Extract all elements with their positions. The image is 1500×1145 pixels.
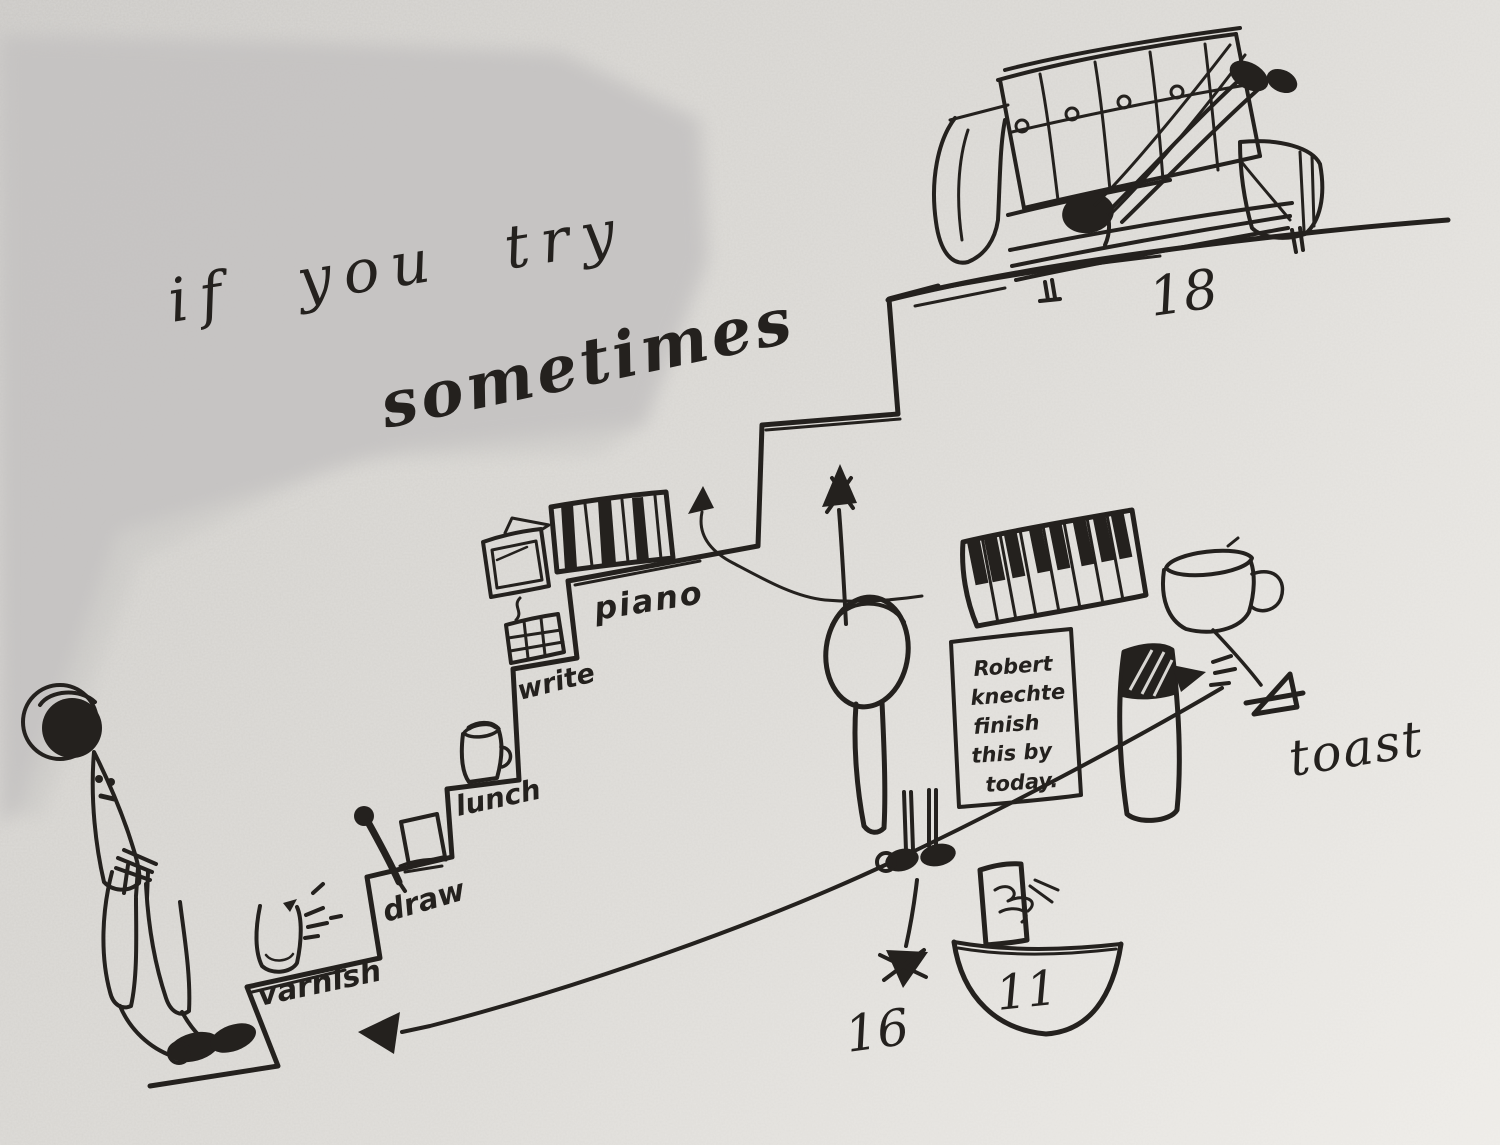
note-paper-sketch: Robert knechte finish this by today.	[949, 627, 1083, 809]
mug-sketch	[459, 720, 513, 784]
monitor-cable	[514, 596, 522, 622]
keyboard-sketch	[504, 612, 566, 665]
piano-keys-sketch	[960, 507, 1149, 629]
down-arrow-sketch	[878, 878, 928, 988]
sofa-left-armrest	[932, 116, 1007, 265]
spoon-sketch	[823, 594, 911, 835]
lying-person-sketch	[1062, 43, 1298, 234]
glass-sketch	[254, 882, 343, 974]
pen-and-paper-sketch	[354, 806, 448, 893]
sofa-right-armrest	[1238, 139, 1325, 240]
staircase-sketch	[147, 283, 941, 1089]
gray-wash-regions	[0, 35, 708, 825]
feet-number: 16	[842, 998, 913, 1064]
note-line-1: Robert	[973, 651, 1055, 681]
toast-arrow-sketch	[1211, 628, 1306, 717]
coffee-cup-sketch	[1161, 536, 1285, 634]
plug-arrow-sketch	[688, 486, 924, 603]
boat-sketch	[951, 861, 1124, 1037]
note-line-3: finish	[973, 710, 1041, 739]
bookshelf-sketch	[548, 489, 676, 575]
monitor-sketch	[481, 516, 551, 622]
long-arrow-sketch	[358, 686, 1224, 1054]
walking-feet-sketch	[875, 788, 956, 873]
note-line-4: this by	[971, 738, 1055, 768]
boat-number: 11	[993, 960, 1060, 1022]
note-line-5: today.	[985, 768, 1059, 797]
sofa-number: 18	[1145, 257, 1222, 329]
floor-line	[885, 217, 1451, 303]
sofa-sketch	[885, 26, 1451, 308]
thermos-sketch	[1117, 643, 1237, 823]
standing-person-sketch	[21, 683, 256, 1065]
